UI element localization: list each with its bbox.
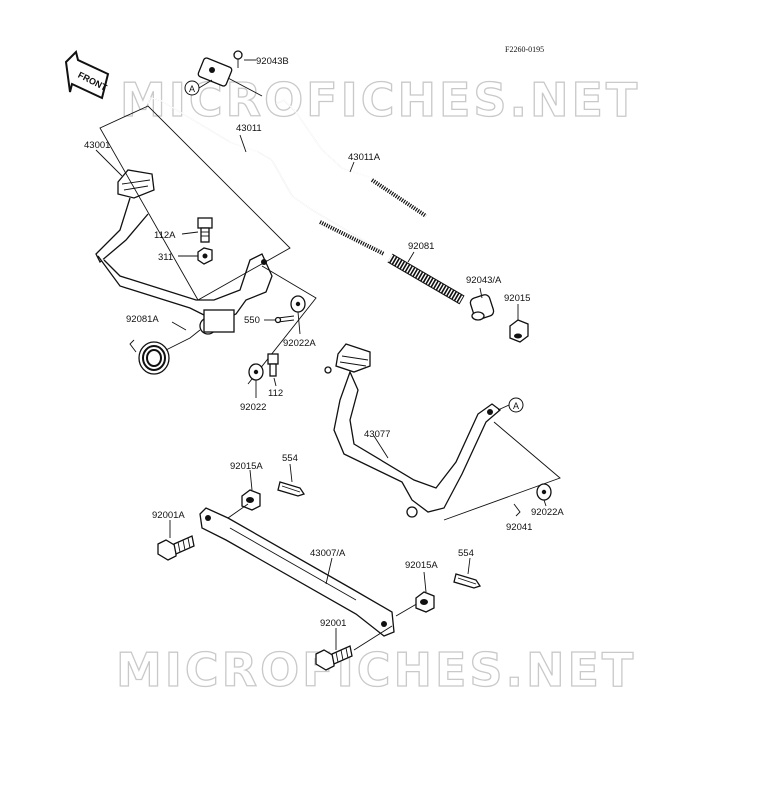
label-112: 112: [268, 388, 283, 399]
label-92022: 92022: [240, 402, 266, 413]
nut-92015A-1: [241, 489, 261, 511]
clevis-92043B: [197, 50, 263, 97]
svg-text:A: A: [513, 401, 519, 411]
label-112A: 112A: [154, 230, 176, 241]
label-92043B: 92043B: [256, 56, 289, 67]
rod-43011A: [275, 99, 428, 218]
label-554-2: 554: [458, 548, 474, 559]
label-554-1: 554: [282, 453, 298, 464]
washer-92022: [248, 363, 264, 381]
label-92001: 92001: [320, 618, 346, 629]
label-43077: 43077: [364, 429, 390, 440]
pin-92041: [513, 503, 521, 517]
label-92041: 92041: [506, 522, 532, 533]
spring-92081A: [129, 329, 201, 375]
label-92081A: 92081A: [126, 314, 159, 325]
label-92015A-2: 92015A: [405, 560, 438, 571]
label-92015A-1: 92015A: [230, 461, 263, 472]
brake-pedal-43077: [324, 343, 502, 518]
marker-a-right: A: [497, 397, 524, 413]
label-43001: 43001: [84, 140, 110, 151]
washer-92022A-2: [536, 483, 552, 501]
figure-code: F2260-0195: [505, 45, 544, 54]
nut-311: [197, 247, 213, 265]
bolt-112: [267, 353, 279, 377]
cotter-pin-550: [274, 315, 295, 324]
clip-554-1: [277, 481, 306, 497]
rod-43011: [147, 97, 385, 256]
label-92081: 92081: [408, 241, 434, 252]
watermark-top: MICROFICHES.NET: [120, 73, 640, 127]
label-92001A: 92001A: [152, 510, 185, 521]
watermark-bottom: MICROFICHES.NET: [116, 643, 636, 697]
label-92043A: 92043/A: [466, 275, 502, 286]
bolt-92001: [315, 645, 353, 671]
label-92022A-1: 92022A: [283, 338, 316, 349]
label-43011A: 43011A: [348, 152, 381, 163]
label-311: 311: [158, 252, 173, 263]
clip-554-2: [453, 573, 482, 589]
brake-pedal-43001: [95, 169, 273, 335]
front-arrow-icon: FRONT: [64, 50, 110, 100]
label-92015: 92015: [504, 293, 530, 304]
link-rod-43007A: [199, 507, 395, 637]
collar-92043A: [469, 294, 495, 321]
washer-92022A-1: [290, 295, 306, 313]
nut-92015A-2: [415, 591, 435, 613]
svg-text:A: A: [189, 84, 195, 94]
marker-a-top: A: [184, 79, 213, 96]
bolt-92001A: [157, 535, 195, 561]
bolt-112A: [197, 217, 213, 243]
label-92022A-2: 92022A: [531, 507, 564, 518]
spring-92081: [387, 253, 465, 305]
label-550: 550: [244, 315, 260, 326]
nut-92015: [509, 319, 529, 343]
label-43007A: 43007/A: [310, 548, 346, 559]
label-43011: 43011: [236, 123, 262, 134]
